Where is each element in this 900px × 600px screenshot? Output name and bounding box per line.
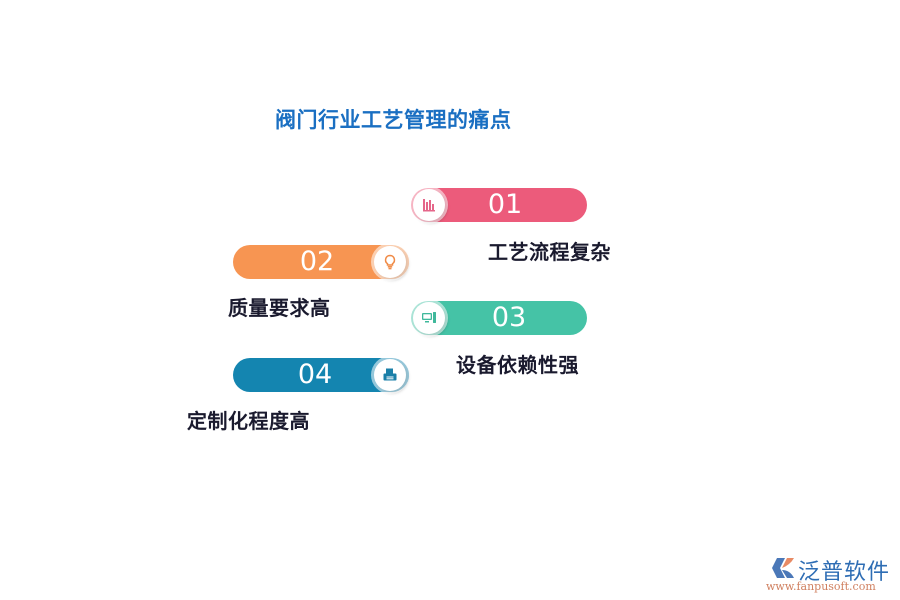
pain-point-number: 03 <box>491 302 527 333</box>
pain-point-number: 01 <box>487 189 523 220</box>
pain-point-number: 02 <box>299 246 335 277</box>
pain-point-03-pill: 03 <box>411 301 587 335</box>
fanpu-logo: 泛普软件 www.fanpusoft.com <box>766 554 895 598</box>
bar-chart-icon <box>413 189 445 221</box>
pain-point-label: 定制化程度高 <box>187 409 310 433</box>
pain-point-label: 设备依赖性强 <box>456 353 579 377</box>
logo-url: www.fanpusoft.com <box>766 580 876 593</box>
computer-icon <box>413 302 445 334</box>
lightbulb-icon <box>374 246 406 278</box>
logo-mark-icon <box>772 558 794 578</box>
diagram-title: 阀门行业工艺管理的痛点 <box>275 108 512 132</box>
pain-point-01-pill: 01 <box>411 188 587 222</box>
pain-point-04-pill: 04 <box>233 358 409 392</box>
pain-point-label: 工艺流程复杂 <box>488 240 611 264</box>
pain-point-label: 质量要求高 <box>228 296 331 320</box>
logo-name: 泛普软件 <box>798 560 891 585</box>
pain-point-02-pill: 02 <box>233 245 409 279</box>
pain-point-number: 04 <box>297 359 333 390</box>
printer-icon <box>374 359 406 391</box>
